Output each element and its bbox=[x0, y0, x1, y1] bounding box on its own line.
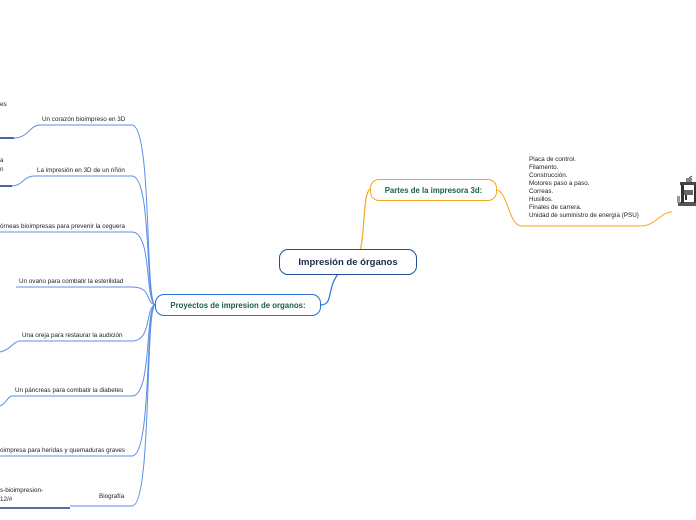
connector-sub-6 bbox=[0, 396, 12, 406]
central-topic[interactable]: Impresión de órganos bbox=[279, 249, 417, 275]
central-topic-label: Impresión de órganos bbox=[298, 257, 397, 268]
project-item-cornea[interactable]: Córneas bioimpresas para prevenir la ceg… bbox=[0, 223, 125, 231]
project-item-kidney[interactable]: La impresión en 3D de un riñón bbox=[37, 167, 125, 175]
connector-project-3 bbox=[0, 232, 155, 305]
parts-item: Filamento. bbox=[529, 164, 639, 172]
parts-item: Unidad de suministro de energía (PSU) bbox=[529, 212, 639, 220]
sub-text-fragment: 12/# bbox=[0, 496, 12, 504]
connector-sub-2 bbox=[0, 176, 34, 186]
project-item-ear[interactable]: Una oreja para restaurar la audición bbox=[22, 332, 122, 340]
connector-leaf-image bbox=[640, 212, 672, 226]
parts-item: Correas. bbox=[529, 188, 639, 196]
parts-list[interactable]: Placa de control. Filamento. Construcció… bbox=[529, 156, 639, 220]
branch-parts-node[interactable]: Partes de la impresora 3d: bbox=[370, 179, 497, 201]
parts-item: Finales de carrera. bbox=[529, 204, 639, 212]
project-item-pancreas[interactable]: Un páncreas para combatir la diabetes bbox=[15, 387, 123, 395]
project-item-biography[interactable]: Biografía bbox=[99, 493, 124, 501]
connector-sub-5 bbox=[0, 341, 20, 352]
parts-item: Husillos. bbox=[529, 196, 639, 204]
sub-text-fragment: n bbox=[0, 166, 4, 174]
connector-project-4 bbox=[16, 287, 155, 305]
connector-project-6 bbox=[12, 305, 155, 396]
parts-item: Motores paso a paso. bbox=[529, 180, 639, 188]
connector-central-projects bbox=[320, 274, 338, 305]
parts-item: Construcción. bbox=[529, 172, 639, 180]
sub-text-fragment: a bbox=[0, 157, 4, 165]
project-item-skin[interactable]: bioimpresa para heridas y quemaduras gra… bbox=[0, 447, 125, 455]
sub-text-fragment: es bbox=[0, 101, 7, 109]
connector-project-7 bbox=[0, 305, 155, 456]
3d-printer-icon bbox=[677, 176, 696, 206]
project-item-heart[interactable]: Un corazón bioimpreso en 3D bbox=[42, 116, 125, 124]
connector-sub-1 bbox=[0, 125, 40, 138]
parts-item: Placa de control. bbox=[529, 156, 639, 164]
branch-projects-node[interactable]: Proyectos de impresion de organos: bbox=[155, 294, 321, 316]
sub-text-fragment: s-bioimpresion- bbox=[0, 487, 43, 495]
project-item-ovary[interactable]: Un ovario para combatir la esterilidad bbox=[19, 278, 123, 286]
branch-parts-label: Partes de la impresora 3d: bbox=[385, 186, 483, 195]
branch-projects-label: Proyectos de impresion de organos: bbox=[170, 301, 305, 310]
